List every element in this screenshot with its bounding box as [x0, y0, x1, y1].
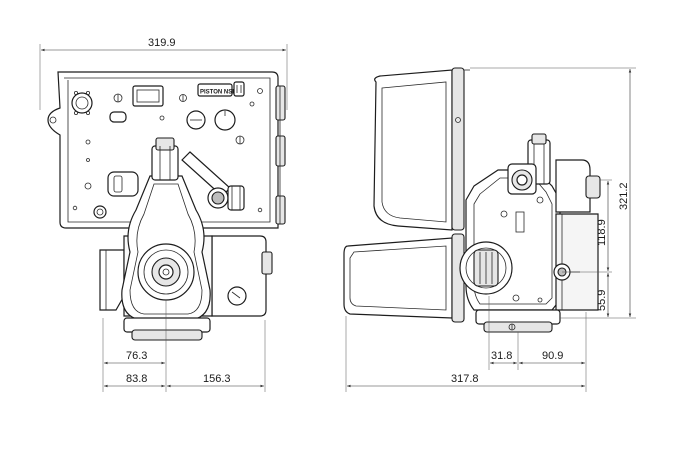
- front-bottom-dimensions: 76.3 83.8 156.3: [102, 300, 266, 392]
- front-view: 319.9: [39, 37, 288, 392]
- dim-label-317: 317.8: [451, 373, 479, 385]
- valve-body-side: [459, 133, 601, 333]
- dimension-overall-width: 319.9: [39, 37, 288, 110]
- side-bottom-dimensions: 31.8 90.9 317.8: [345, 296, 587, 392]
- valve-body-front: [99, 137, 273, 341]
- dim-label-31: 31.8: [491, 350, 512, 362]
- dim-label-76: 76.3: [126, 350, 147, 362]
- dim-label-319: 319.9: [148, 37, 176, 49]
- piston-label: PISTON NSP: [200, 90, 236, 96]
- plate-components: PISTON NSP: [71, 81, 263, 219]
- side-view: 321.2 118.9 55.9 31.8 90.9 317.8: [343, 67, 636, 392]
- controller-housing-side: [343, 67, 470, 323]
- dim-label-90: 90.9: [542, 350, 563, 362]
- dim-label-118: 118.9: [596, 219, 608, 246]
- dim-label-156: 156.3: [203, 373, 231, 385]
- dim-label-321: 321.2: [618, 182, 630, 210]
- dim-label-83: 83.8: [126, 373, 147, 385]
- side-vertical-dimensions: 321.2 118.9 55.9: [470, 67, 636, 319]
- dim-label-55: 55.9: [596, 290, 608, 311]
